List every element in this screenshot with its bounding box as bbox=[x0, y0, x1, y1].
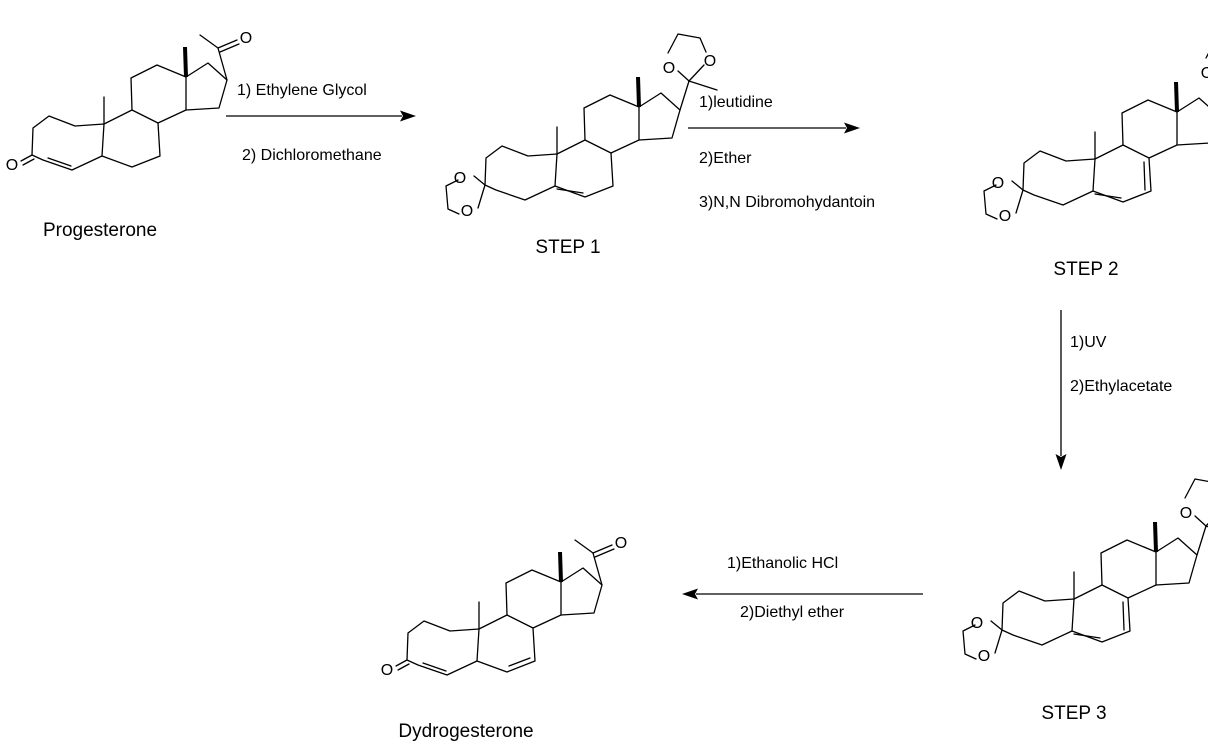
reaction-2-reagent-1: 1)leutidine bbox=[699, 94, 773, 111]
label-step3: STEP 3 bbox=[1041, 703, 1106, 724]
label-progesterone: Progesterone bbox=[43, 220, 157, 241]
reaction-4-reagent-2: 2)Diethyl ether bbox=[740, 604, 845, 621]
structure-dydrogesterone bbox=[380, 534, 628, 680]
reaction-1-reagent-2: 2) Dichloromethane bbox=[242, 147, 382, 164]
reaction-2-reagent-3: 3)N,N Dibromohydantoin bbox=[699, 194, 875, 211]
reaction-4-reagent-1: 1)Ethanolic HCl bbox=[727, 555, 838, 572]
structure-progesterone bbox=[5, 29, 253, 175]
reaction-arrow-1 bbox=[226, 110, 416, 122]
structure-step2 bbox=[983, 38, 1208, 226]
reaction-2-reagent-2: 2)Ether bbox=[699, 150, 752, 167]
structure-step3 bbox=[962, 478, 1208, 666]
reaction-arrow-4 bbox=[682, 588, 923, 600]
reaction-1-reagent-1: 1) Ethylene Glycol bbox=[237, 82, 367, 99]
structure-step1 bbox=[445, 33, 718, 221]
reaction-arrow-3 bbox=[1055, 310, 1067, 470]
reaction-3-reagent-2: 2)Ethylacetate bbox=[1070, 378, 1172, 395]
reaction-3-reagent-1: 1)UV bbox=[1070, 334, 1107, 351]
reaction-arrow-2 bbox=[688, 122, 860, 134]
label-dydrogesterone: Dydrogesterone bbox=[398, 721, 533, 742]
label-step1: STEP 1 bbox=[535, 237, 600, 258]
label-step2: STEP 2 bbox=[1053, 259, 1118, 280]
